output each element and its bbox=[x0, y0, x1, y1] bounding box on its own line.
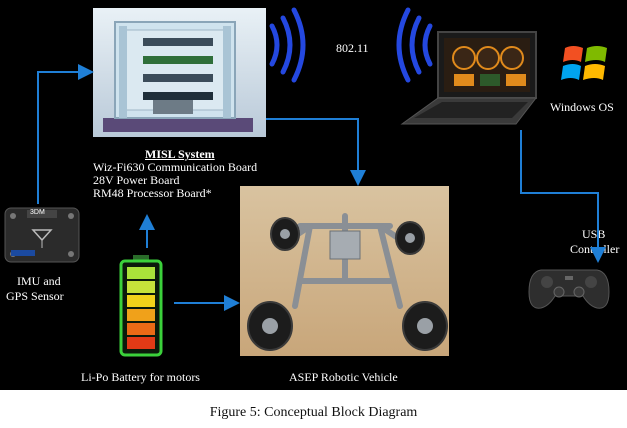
misl-line-2: 28V Power Board bbox=[93, 173, 180, 187]
imu-label-line-2: GPS Sensor bbox=[6, 289, 64, 303]
misl-title: MISL System bbox=[145, 147, 215, 161]
wifi-label: 802.11 bbox=[336, 41, 369, 55]
block-diagram: 802.11 Windows OS MISL System Wiz-Fi630 … bbox=[0, 0, 627, 390]
windows-logo-icon bbox=[561, 40, 611, 88]
arrow-imu-to-misl bbox=[37, 64, 94, 204]
asep-label: ASEP Robotic Vehicle bbox=[289, 370, 398, 384]
windows-os-label: Windows OS bbox=[550, 100, 614, 114]
usb-label-line-1: USB bbox=[582, 227, 606, 241]
misl-system-photo bbox=[93, 8, 266, 137]
imu-sensor-photo bbox=[3, 204, 81, 266]
figure-caption: Figure 5: Conceptual Block Diagram bbox=[209, 405, 418, 420]
arrow-misl-to-asep bbox=[266, 118, 366, 186]
asep-robot-photo bbox=[240, 186, 449, 356]
laptop-photo bbox=[396, 28, 543, 128]
arrow-laptop-to-gamepad bbox=[520, 130, 606, 263]
misl-line-3: RM48 Processor Board* bbox=[93, 186, 212, 200]
imu-label-line-1: IMU and bbox=[17, 274, 61, 288]
connection-arrows bbox=[37, 64, 606, 311]
imu-brand-label: 3DM bbox=[30, 209, 45, 216]
battery-icon bbox=[117, 253, 165, 357]
wifi-waves bbox=[269, 7, 433, 83]
misl-line-1: Wiz-Fi630 Communication Board bbox=[93, 160, 258, 174]
battery-label: Li-Po Battery for motors bbox=[81, 370, 200, 384]
gamepad-icon bbox=[527, 262, 611, 312]
